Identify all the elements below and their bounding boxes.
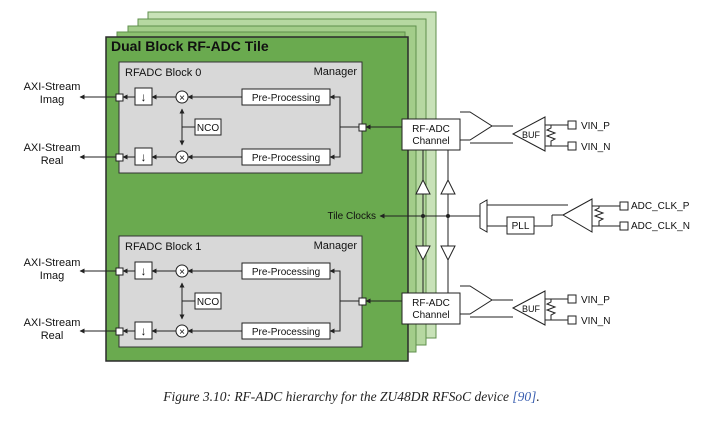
output-real-line2: Real [41, 330, 64, 342]
caption-reference-link[interactable]: [90] [512, 389, 537, 404]
output-imag-line1: AXI-Stream [24, 257, 81, 269]
channel-label-line2: Channel [412, 136, 449, 147]
mixer-imag-symbol: × [179, 267, 185, 278]
vin-p-label: VIN_P [581, 295, 610, 306]
tile-title: Dual Block RF-ADC Tile [111, 38, 269, 54]
block-title: RFADC Block 0 [125, 67, 201, 79]
clock-buffer-down-left [415, 245, 431, 262]
vin-n-pad [567, 141, 577, 151]
port-real [115, 153, 124, 162]
nco-label: NCO [197, 123, 219, 134]
termination-resistor [545, 299, 557, 320]
output-imag-line1: AXI-Stream [24, 81, 81, 93]
rf-adc-channel-box [401, 118, 461, 151]
pre-processing-bottom-label: Pre-Processing [252, 153, 320, 164]
caption-text: Figure 3.10: RF-ADC hierarchy for the ZU… [163, 389, 513, 404]
vin-p-pad [567, 120, 577, 130]
clock-buffer-up-right [440, 178, 456, 195]
vin-n-label: VIN_N [581, 142, 610, 153]
rf-adc-channel-box [401, 292, 461, 325]
clock-buffer-down-right [440, 245, 456, 262]
block-title: RFADC Block 1 [125, 241, 201, 253]
caption-end: . [536, 389, 540, 404]
buf-label: BUF [522, 304, 541, 314]
mixer-imag-symbol: × [179, 93, 185, 104]
vin-n-label: VIN_N [581, 316, 610, 327]
port-real [115, 327, 124, 336]
vin-n-pad [567, 315, 577, 325]
rfadc-block-0: RFADC Block 0 Manager AXI-Stream Imag AX… [24, 61, 610, 174]
pll-label: PLL [512, 221, 530, 232]
port-imag [115, 93, 124, 102]
pre-processing-bottom-label: Pre-Processing [252, 327, 320, 338]
output-imag-line2: Imag [40, 94, 64, 106]
decimator-imag-symbol: ↓ [141, 90, 147, 104]
buf-label: BUF [522, 130, 541, 140]
nco-label: NCO [197, 297, 219, 308]
adc-clk-p-label: ADC_CLK_P [631, 201, 690, 212]
pre-processing-top-label: Pre-Processing [252, 93, 320, 104]
clock-buffer-up-left [415, 178, 431, 195]
buf-amplifier [511, 116, 546, 152]
port-imag [115, 267, 124, 276]
clock-input-buffer [561, 198, 593, 233]
clock-distribution: Tile Clocks PLL ADC_CLK_P ADC_CLK_N [327, 150, 690, 293]
output-imag-line2: Imag [40, 270, 64, 282]
vin-p-pad [567, 294, 577, 304]
rfadc-block-1: RFADC Block 1 Manager AXI-Stream Imag AX… [24, 235, 610, 348]
mixer-real-symbol: × [179, 153, 185, 164]
termination-resistor [545, 125, 557, 146]
decimator-real-symbol: ↓ [141, 324, 147, 338]
tile-clocks-label: Tile Clocks [327, 211, 376, 222]
channel-label-line1: RF-ADC [412, 124, 450, 135]
adc-clk-p-pad [619, 201, 629, 211]
figure-caption: Figure 3.10: RF-ADC hierarchy for the ZU… [0, 389, 703, 405]
clock-mux [479, 199, 488, 233]
clock-termination-resistor [593, 206, 605, 226]
buf-amplifier [511, 290, 546, 326]
port-input [358, 297, 367, 306]
adc-clk-n-label: ADC_CLK_N [631, 221, 690, 232]
channel-label-line2: Channel [412, 310, 449, 321]
decimator-real-symbol: ↓ [141, 150, 147, 164]
channel-label-line1: RF-ADC [412, 298, 450, 309]
output-real-line1: AXI-Stream [24, 317, 81, 329]
output-real-line1: AXI-Stream [24, 142, 81, 154]
vin-p-label: VIN_P [581, 121, 610, 132]
manager-label: Manager [314, 66, 358, 78]
decimator-imag-symbol: ↓ [141, 264, 147, 278]
port-input [358, 123, 367, 132]
output-real-line2: Real [41, 155, 64, 167]
pre-processing-top-label: Pre-Processing [252, 267, 320, 278]
mixer-real-symbol: × [179, 327, 185, 338]
adc-clk-n-pad [619, 221, 629, 231]
manager-label: Manager [314, 240, 358, 252]
